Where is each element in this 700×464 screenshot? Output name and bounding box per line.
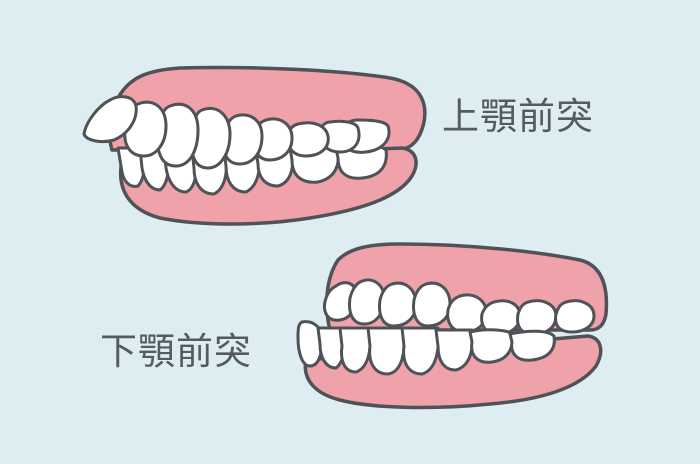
- upper-teeth-row: [82, 95, 391, 170]
- upper-tooth: [286, 121, 330, 158]
- upper-protrusion-model: [82, 65, 427, 226]
- lower-tooth: [468, 328, 514, 364]
- upper-tooth: [378, 281, 418, 328]
- upper-tooth: [412, 281, 452, 328]
- upper-tooth: [446, 293, 488, 334]
- lower-tooth: [400, 326, 440, 376]
- lower-teeth-row: [296, 320, 556, 376]
- lower-protrusion-model: [296, 242, 609, 410]
- lower-tooth: [434, 328, 474, 372]
- lower-tooth: [508, 329, 556, 362]
- lower-tooth: [338, 326, 372, 374]
- lower-protrusion-label: 下顎前突: [100, 330, 252, 373]
- upper-front-tooth: [82, 95, 138, 144]
- upper-tooth: [554, 299, 596, 334]
- upper-tooth: [323, 281, 358, 322]
- upper-protrusion-label: 上顎前突: [442, 95, 594, 138]
- lower-tooth: [366, 326, 406, 376]
- upper-tooth: [348, 278, 386, 326]
- upper-tooth: [516, 299, 558, 336]
- upper-teeth-row: [323, 278, 596, 336]
